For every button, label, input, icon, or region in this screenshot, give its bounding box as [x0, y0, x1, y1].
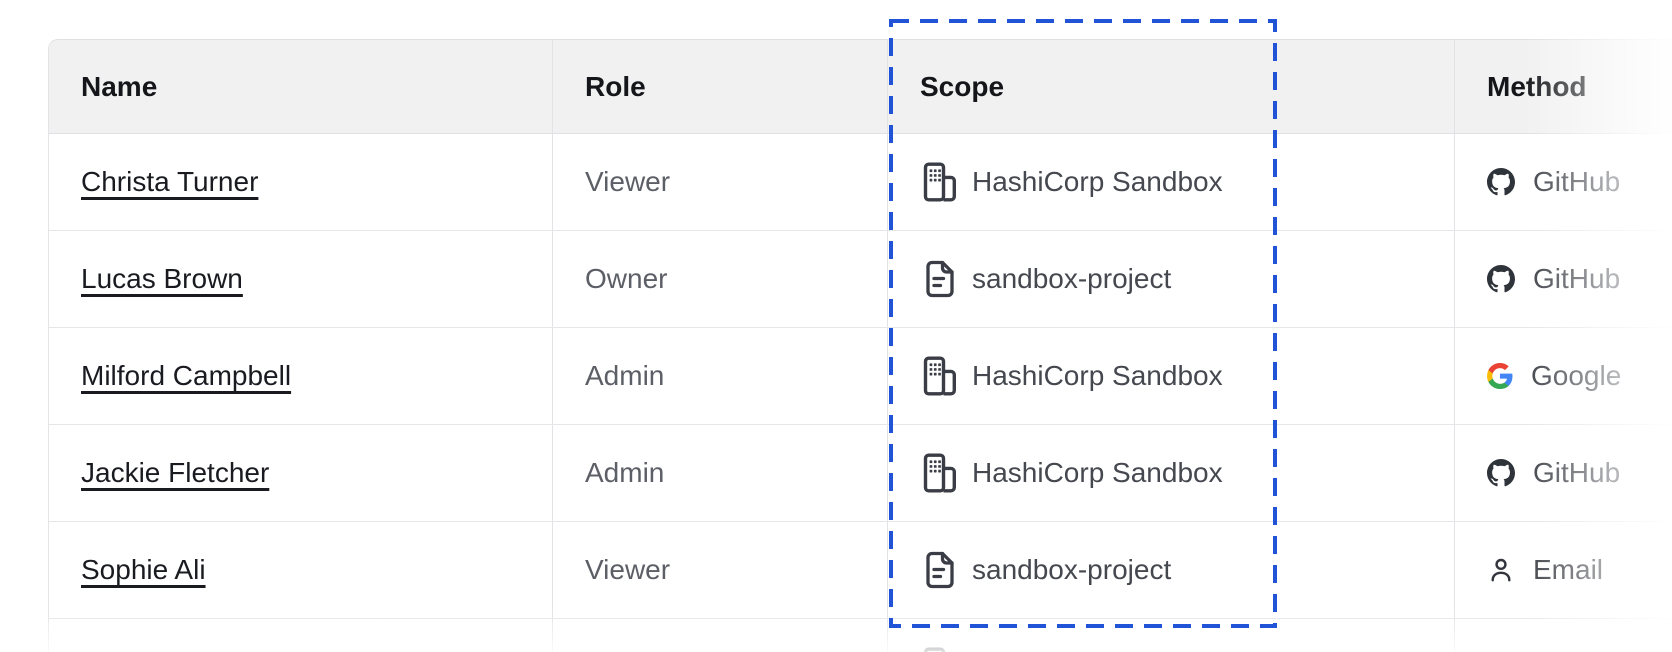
- document-icon: [920, 259, 960, 299]
- github-icon: [1487, 459, 1515, 487]
- table-row: Lucas Brown Owner sandbox-project GitHub: [49, 231, 1672, 328]
- scope-cell: [888, 619, 1455, 652]
- method-label: GitHub: [1533, 263, 1621, 294]
- method-cell: GitHub: [1455, 425, 1672, 521]
- role-text: Owner: [585, 263, 668, 294]
- role-cell: Owner: [553, 231, 888, 327]
- method-label: Email: [1533, 554, 1604, 585]
- scope-cell: sandbox-project: [888, 231, 1455, 327]
- column-header-scope: Scope: [888, 40, 1455, 133]
- column-header-method: Method: [1487, 70, 1587, 102]
- building-icon: [920, 356, 960, 396]
- column-header-name: Name: [49, 40, 553, 133]
- role-text: Viewer: [585, 166, 671, 197]
- table-row: Sophie Ali Viewer sandbox-project Email: [49, 522, 1672, 619]
- scope-cell: HashiCorp Sandbox: [888, 328, 1455, 424]
- role-cell: Admin: [553, 328, 888, 424]
- table-row-partial: [49, 619, 1672, 652]
- members-table: Name Role Scope Method Christa Turner Vi…: [48, 39, 1672, 652]
- member-name-link[interactable]: Milford Campbell: [81, 360, 292, 391]
- github-icon: [1487, 265, 1515, 293]
- method-cell: Google: [1455, 328, 1672, 424]
- member-name-link[interactable]: Sophie Ali: [81, 554, 206, 585]
- scope-label: sandbox-project: [972, 554, 1172, 585]
- name-cell: Lucas Brown: [49, 231, 553, 327]
- member-name-link[interactable]: Lucas Brown: [81, 263, 243, 294]
- name-cell: Sophie Ali: [49, 522, 553, 618]
- google-icon: [1487, 363, 1513, 389]
- role-text: Admin: [585, 457, 665, 488]
- column-header-role: Role: [553, 40, 888, 133]
- name-cell: Christa Turner: [49, 134, 553, 230]
- table-row: Milford Campbell Admin HashiCorp Sandbox…: [49, 328, 1672, 425]
- name-cell: [49, 619, 553, 652]
- role-cell: Admin: [553, 425, 888, 521]
- method-label: GitHub: [1533, 166, 1621, 197]
- table-header-row: Name Role Scope Method: [49, 40, 1672, 134]
- building-icon: [920, 647, 960, 652]
- document-icon: [920, 550, 960, 590]
- method-label: GitHub: [1533, 457, 1621, 488]
- scope-cell: HashiCorp Sandbox: [888, 425, 1455, 521]
- role-cell: Viewer: [553, 134, 888, 230]
- scope-cell: sandbox-project: [888, 522, 1455, 618]
- user-icon: [1487, 556, 1515, 584]
- name-cell: Milford Campbell: [49, 328, 553, 424]
- table-body: Christa Turner Viewer HashiCorp Sandbox …: [49, 134, 1672, 652]
- member-name-link[interactable]: Jackie Fletcher: [81, 457, 270, 488]
- method-cell: GitHub: [1455, 134, 1672, 230]
- name-cell: Jackie Fletcher: [49, 425, 553, 521]
- method-cell: GitHub: [1455, 231, 1672, 327]
- scope-cell: HashiCorp Sandbox: [888, 134, 1455, 230]
- role-text: Admin: [585, 360, 665, 391]
- building-icon: [920, 453, 960, 493]
- table-row: Christa Turner Viewer HashiCorp Sandbox …: [49, 134, 1672, 231]
- member-name-link[interactable]: Christa Turner: [81, 166, 259, 197]
- scope-label: HashiCorp Sandbox: [972, 360, 1223, 391]
- method-label: Google: [1531, 360, 1622, 391]
- method-cell: [1455, 619, 1672, 652]
- table-row: Jackie Fletcher Admin HashiCorp Sandbox …: [49, 425, 1672, 522]
- role-text: Viewer: [585, 554, 671, 585]
- building-icon: [920, 162, 960, 202]
- role-cell: Viewer: [553, 522, 888, 618]
- method-cell: Email: [1455, 522, 1672, 618]
- scope-label: sandbox-project: [972, 263, 1172, 294]
- scope-label: HashiCorp Sandbox: [972, 457, 1223, 488]
- role-cell: [553, 619, 888, 652]
- github-icon: [1487, 168, 1515, 196]
- scope-label: HashiCorp Sandbox: [972, 166, 1223, 197]
